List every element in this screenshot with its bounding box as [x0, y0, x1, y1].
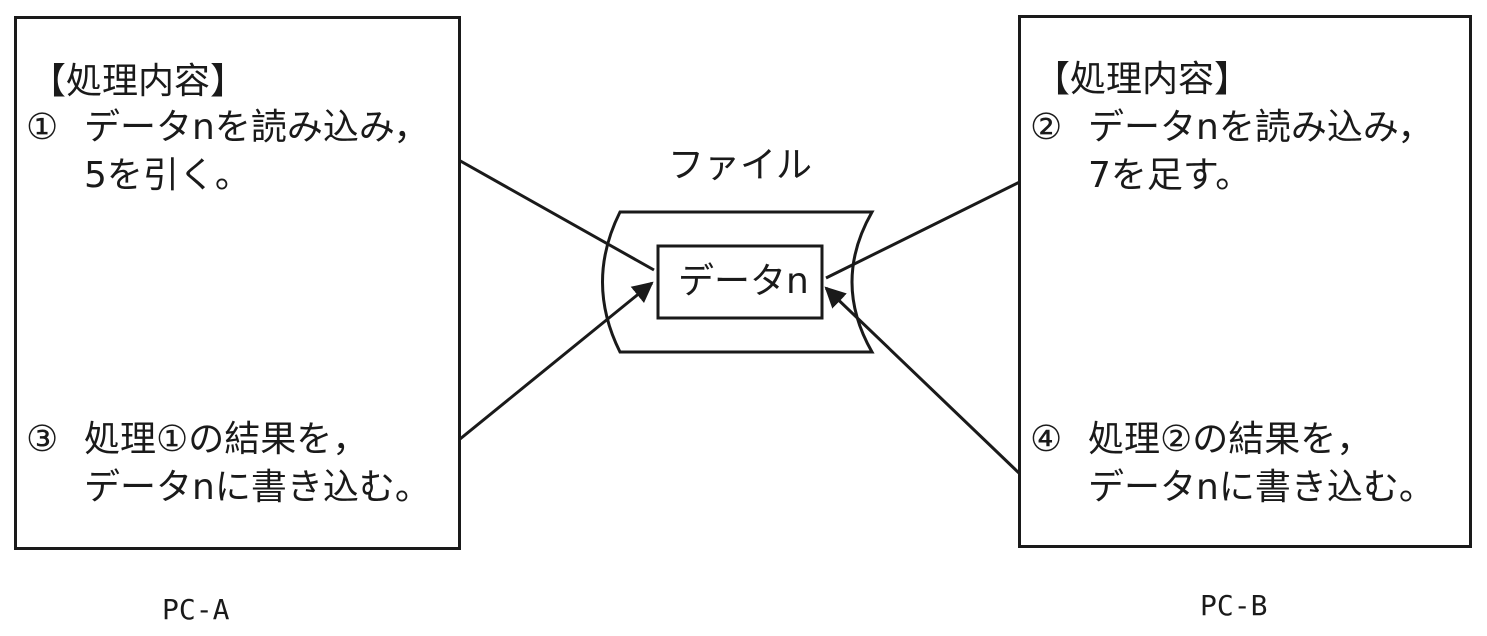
pc-b-step2-line1: データnを読み込み，: [1088, 107, 1434, 148]
pc-b-step2-marker: ②: [1030, 107, 1063, 148]
pc-a-box: [14, 16, 461, 550]
pc-b-step2-line2: 7を足す。: [1088, 155, 1252, 196]
pc-b-name: PC-B: [1200, 589, 1268, 622]
arrow-write-from-pc-b: [824, 286, 1046, 499]
arrow-read-to-pc-a: [430, 143, 655, 272]
pc-a-heading: 【処理内容】: [30, 61, 247, 102]
pc-a-step1-line2: 5を引く。: [84, 155, 251, 196]
file-label: ファイル: [668, 145, 813, 186]
data-n-label: データn: [678, 261, 809, 302]
pc-a-step3-line2: データnに書き込む。: [84, 467, 431, 508]
arrow-read-to-pc-b: [825, 163, 1056, 280]
pc-b-step4-line2: データnに書き込む。: [1088, 467, 1435, 508]
pc-b-step4-marker: ④: [1030, 419, 1063, 460]
pc-a-name: PC-A: [162, 593, 230, 626]
pc-a-step3-line1: 処理①の結果を，: [84, 419, 369, 460]
pc-a-step3-marker: ③: [26, 419, 59, 460]
data-n-box: [656, 244, 824, 320]
pc-b-heading: 【処理内容】: [1034, 59, 1251, 100]
pc-a-step1-line1: データnを読み込み，: [84, 107, 430, 148]
pc-a-step1-marker: ①: [26, 107, 59, 148]
pc-b-box: [1018, 15, 1472, 548]
pc-b-step4-line1: 処理②の結果を，: [1088, 419, 1373, 460]
